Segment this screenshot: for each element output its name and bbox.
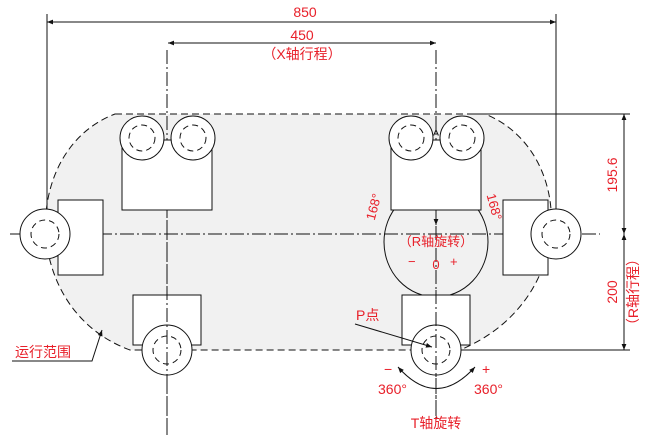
dimension-850: 850 <box>46 4 557 234</box>
x-stroke-label: （X轴行程） <box>262 46 341 62</box>
r-rotation-label: （R轴旋转） <box>399 234 473 249</box>
r-stroke-label: （R轴行程） <box>625 252 641 332</box>
t-minus: − <box>384 361 392 377</box>
t-angle-left: 360° <box>378 381 407 397</box>
t-plus: + <box>482 361 490 377</box>
robot-head-top-right <box>388 115 485 211</box>
t-rotation-label: T轴旋转 <box>411 415 462 431</box>
dimension-450: 450 （X轴行程） <box>168 27 436 62</box>
range-leader <box>12 329 103 362</box>
r-angle-right: 168° <box>484 192 505 222</box>
r-plus: + <box>450 254 458 269</box>
robot-head-top-left <box>119 115 216 211</box>
t-angle-right: 360° <box>474 381 503 397</box>
dimension-450-text: 450 <box>290 27 314 43</box>
dimension-vertical: 195.6 200 （R轴行程） <box>460 113 641 351</box>
robot-head-left <box>19 199 104 276</box>
range-label: 运行范围 <box>15 344 71 360</box>
r-minus: − <box>408 254 416 269</box>
dimension-850-text: 850 <box>293 4 317 20</box>
dimension-195-text: 195.6 <box>604 157 620 192</box>
t-rotation-indicator: − + 360° 360° T轴旋转 <box>378 361 503 431</box>
robot-head-right <box>502 199 582 276</box>
dimension-200-text: 200 <box>604 280 620 304</box>
r-angle-left: 168° <box>363 192 384 222</box>
p-point-leader <box>354 323 433 348</box>
r-zero: 0 <box>432 257 439 272</box>
p-point-label: P点 <box>356 307 379 323</box>
